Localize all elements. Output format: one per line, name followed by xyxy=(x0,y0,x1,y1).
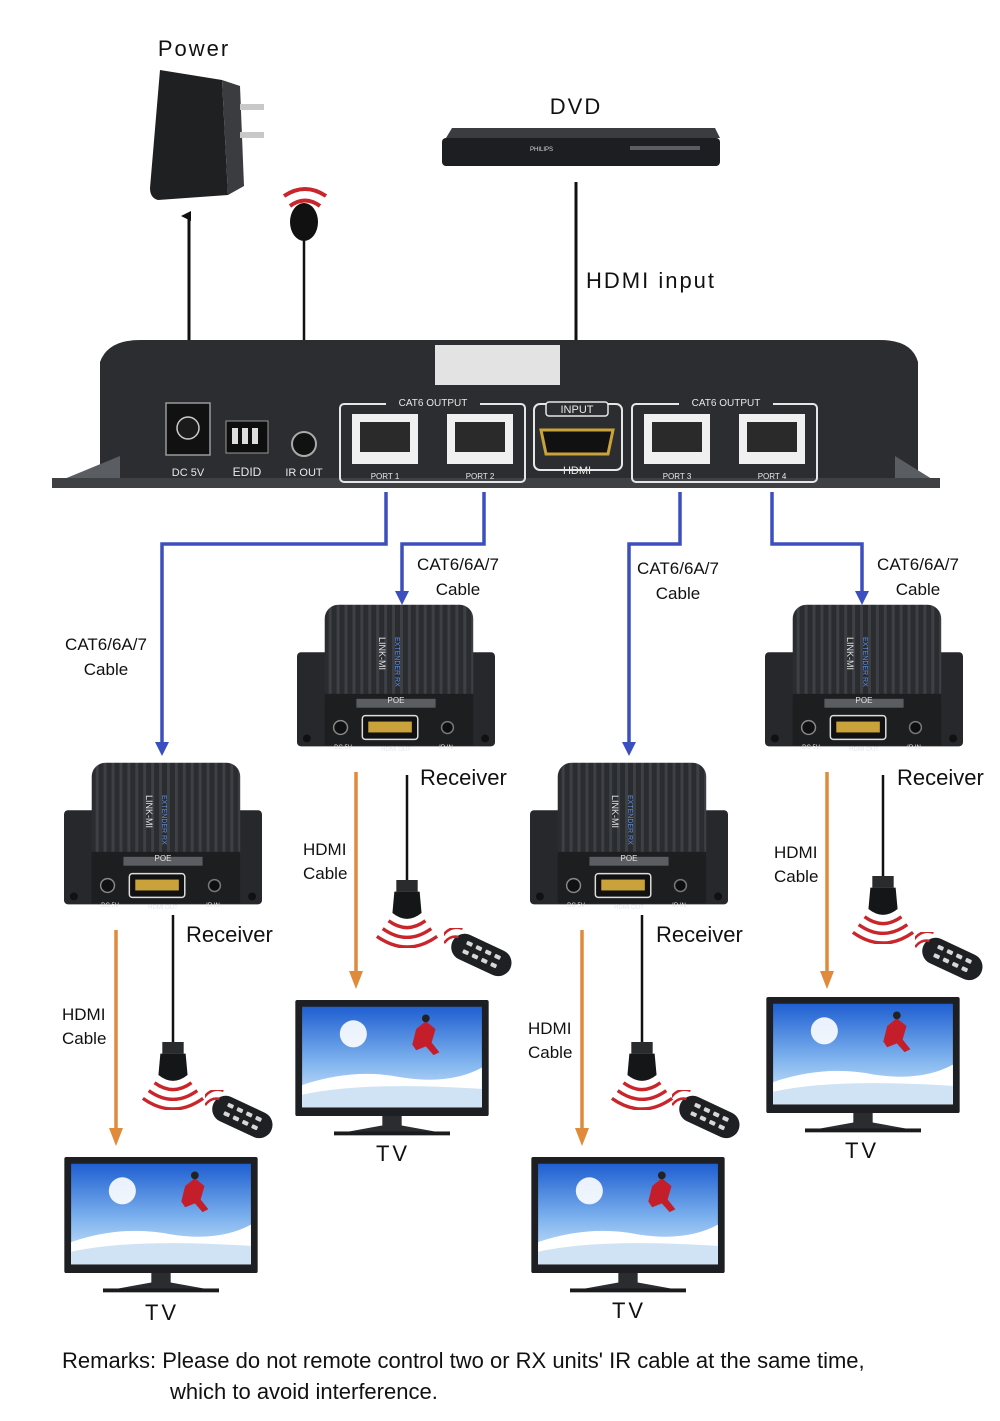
hdmi-input-label: HDMI input xyxy=(586,268,716,293)
dvd-label: DVD xyxy=(550,94,602,119)
rx4-hdmi-out: HDMI OUT xyxy=(849,747,879,753)
input-port-label: INPUT xyxy=(561,404,594,416)
dc5v-label: DC 5V xyxy=(172,467,205,479)
cat-cable-label-2-line2: Cable xyxy=(436,580,480,599)
receiver-label-1: Receiver xyxy=(186,922,273,947)
port-2-label: PORT 2 xyxy=(466,472,495,481)
ir-emitter-image xyxy=(282,187,328,241)
cat-cable-label-4-line2: Cable xyxy=(896,580,940,599)
rx1-hdmi-out: HDMI OUT xyxy=(148,905,178,911)
transmitter-unit xyxy=(52,340,940,488)
rx4-ir-in: IR IN xyxy=(907,745,921,751)
rx3-poe: POE xyxy=(621,854,638,863)
cat-cable-port-4 xyxy=(770,492,864,594)
ir-receiver-1 xyxy=(141,1042,205,1110)
rx3-brand: LINK-MI xyxy=(610,795,620,828)
tv-3 xyxy=(531,1157,725,1293)
rx2-ir-in: IR IN xyxy=(439,745,453,751)
dvd-player-image: PHILIPS xyxy=(442,128,720,166)
rx4-poe: POE xyxy=(856,696,873,705)
receiver-label-4: Receiver xyxy=(897,765,984,790)
hdmi-cable-label-3-line1: HDMI xyxy=(528,1019,571,1038)
rx1-brand: LINK-MI xyxy=(144,795,154,828)
rx1-poe: POE xyxy=(155,854,172,863)
tv-2 xyxy=(295,1000,489,1136)
remote-control-3 xyxy=(672,1090,744,1145)
port-3-label: PORT 3 xyxy=(663,472,692,481)
hdmi-cable-label-4-line1: HDMI xyxy=(774,843,817,862)
dvd-brand: PHILIPS xyxy=(530,147,553,153)
cat-cable-port-1 xyxy=(160,492,388,745)
hdmi-cable-label-4-line2: Cable xyxy=(774,867,818,886)
rx2-model: EXTENDER RX xyxy=(393,637,400,687)
rx2-brand: LINK-MI xyxy=(377,637,387,670)
hdmi-cable-label-1-line2: Cable xyxy=(62,1029,106,1048)
rx3-model: EXTENDER RX xyxy=(626,795,633,845)
tv-1 xyxy=(64,1157,258,1293)
cat-cable-port-3 xyxy=(627,492,682,745)
ir-receiver-4 xyxy=(851,876,915,944)
rx1-dc5v: DC 5V xyxy=(101,903,119,909)
hdmi-cable-label-2-line1: HDMI xyxy=(303,840,346,859)
tv-label-4: TV xyxy=(845,1138,879,1163)
hdmi-port-label: HDMI xyxy=(563,465,591,477)
rx2-dc5v: DC 5V xyxy=(334,745,352,751)
ir-receiver-3 xyxy=(610,1042,674,1110)
power-adapter-image xyxy=(150,70,264,200)
hdmi-cable-label-1-line1: HDMI xyxy=(62,1005,105,1024)
port-4-label: PORT 4 xyxy=(758,472,787,481)
cat-cable-label-1-line1: CAT6/6A/7 xyxy=(65,635,147,654)
hdmi-cable-label-2-line2: Cable xyxy=(303,864,347,883)
rx3-ir-in: IR IN xyxy=(672,903,686,909)
cat-cable-label-3-line2: Cable xyxy=(656,584,700,603)
remote-control-1 xyxy=(205,1090,277,1145)
cat-cable-label-4-line1: CAT6/6A/7 xyxy=(877,555,959,574)
rx2-poe: POE xyxy=(388,696,405,705)
rx4-dc5v: DC 5V xyxy=(802,745,820,751)
rx3-dc5v: DC 5V xyxy=(567,903,585,909)
power-label: Power xyxy=(158,36,230,61)
cat6-output-label-right: CAT6 OUTPUT xyxy=(692,398,761,409)
remote-control-4 xyxy=(915,932,987,987)
port-1-label: PORT 1 xyxy=(371,472,400,481)
edid-label: EDID xyxy=(233,465,262,479)
rx4-brand: LINK-MI xyxy=(845,637,855,670)
remote-control-2 xyxy=(444,928,516,983)
remarks-line-1: Remarks: Please do not remote control tw… xyxy=(62,1348,865,1373)
cat-cable-label-2-line1: CAT6/6A/7 xyxy=(417,555,499,574)
receiver-label-2: Receiver xyxy=(420,765,507,790)
remarks-line-2: which to avoid interference. xyxy=(170,1379,438,1404)
ir-receiver-2 xyxy=(375,880,439,948)
receiver-label-3: Receiver xyxy=(656,922,743,947)
ir-out-label: IR OUT xyxy=(285,467,323,479)
tv-label-1: TV xyxy=(145,1300,179,1325)
remarks-note: Remarks: Please do not remote control tw… xyxy=(62,1345,982,1407)
cat-cable-port-2 xyxy=(400,492,486,594)
rx2-hdmi-out: HDMI OUT xyxy=(381,747,411,753)
cat-cable-label-3-line1: CAT6/6A/7 xyxy=(637,559,719,578)
cat-cable-label-1-line2: Cable xyxy=(84,660,128,679)
rx1-model: EXTENDER RX xyxy=(160,795,167,845)
cat6-output-label-left: CAT6 OUTPUT xyxy=(399,398,468,409)
tv-label-3: TV xyxy=(612,1298,646,1323)
tv-label-2: TV xyxy=(376,1141,410,1166)
tv-4 xyxy=(766,997,960,1133)
rx3-hdmi-out: HDMI OUT xyxy=(614,905,644,911)
rx4-model: EXTENDER RX xyxy=(861,637,868,687)
rx1-ir-in: IR IN xyxy=(206,903,220,909)
hdmi-cable-label-3-line2: Cable xyxy=(528,1043,572,1062)
